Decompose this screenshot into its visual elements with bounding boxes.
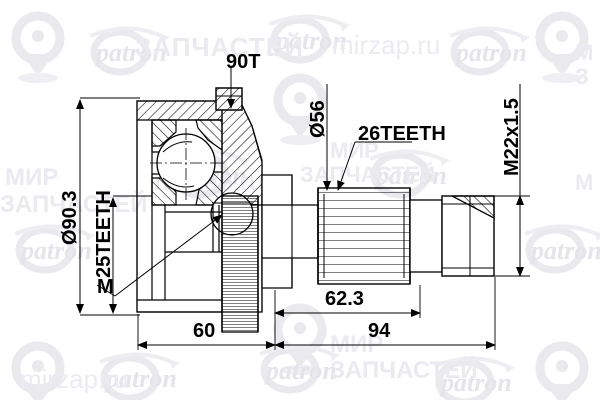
dim-25teeth [109,195,152,314]
svg-text:ЗАПЧАСТЕЙ: ЗАПЧАСТЕЙ [135,32,304,62]
dim-outer-diameter [76,97,140,316]
svg-text:mirzap.ru: mirzap.ru [332,30,440,60]
label-length-60: 60 [193,320,216,342]
label-25teeth: 25TEETH [93,190,115,278]
label-outer-diameter: Ø90.3 [59,190,81,245]
abs-tone-ring-block [215,87,243,111]
label-thread-spec: M22x1.5 [501,98,523,176]
svg-text:mirzap.ru: mirzap.ru [20,364,128,394]
shaft-neck [409,199,443,273]
abs-tone-ring [221,195,259,333]
svg-text:М: М [575,170,593,195]
label-length-94: 94 [368,320,391,342]
svg-text:ЗАПЧАСТЕЙ: ЗАПЧАСТЕЙ [300,162,435,187]
label-90t: 90T [226,51,261,73]
svg-text:ЗАПЧАСТЕЙ: ЗАПЧАСТЕЙ [330,356,478,384]
leader-grease-marker [96,214,223,297]
dim-length-60 [137,290,276,350]
dim-length-62-3 [274,285,421,318]
dim-length-94 [274,277,496,350]
svg-text:З: З [575,64,589,89]
label-length-62-3: 62.3 [325,288,364,310]
dim-thread-m22 [494,84,530,277]
label-joint-body-diameter: Ø56 [307,100,329,138]
label-26teeth: 26TEETH [358,123,446,145]
leader-26teeth [337,141,412,191]
splined-shaft-26teeth [317,187,411,285]
shaft-stepped-body [261,174,319,289]
threaded-end-m22 [441,195,495,277]
svg-text:МИР: МИР [5,164,58,191]
svg-text:М: М [575,40,593,65]
label-grease-marker: M [97,276,114,298]
svg-text:ЗАПЧАСТЕЙ: ЗАПЧАСТЕЙ [0,190,148,218]
